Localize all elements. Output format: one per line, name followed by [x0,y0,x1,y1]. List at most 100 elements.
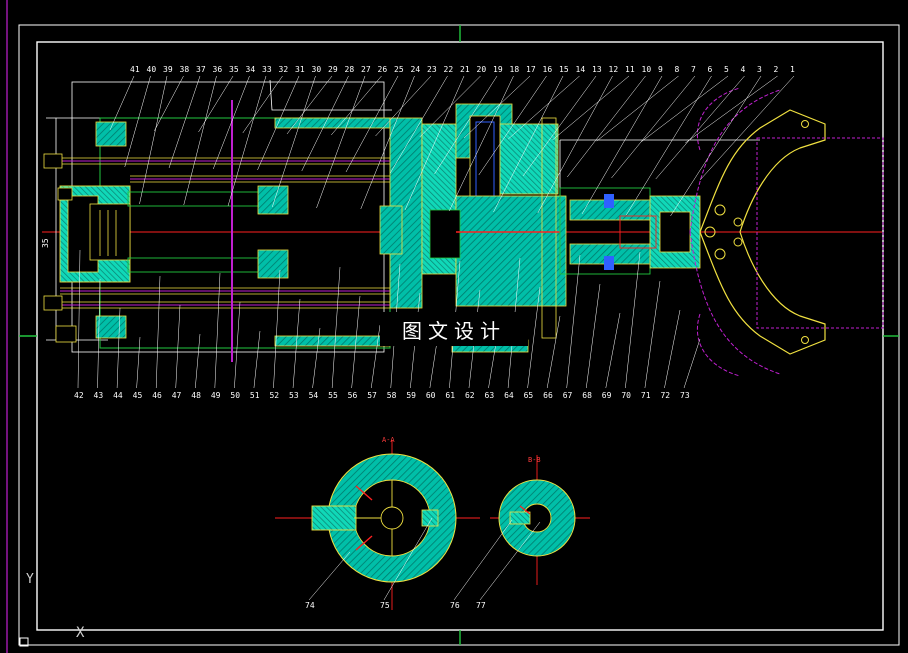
callout-leader-24 [360,75,415,210]
callout-label-4: 4 [741,65,746,74]
callout-leader-52 [273,269,281,389]
callout-label-44: 44 [113,391,123,400]
callout-leader-51 [253,330,261,389]
callout-label-40: 40 [147,65,157,74]
callout-leader-30 [272,75,316,208]
callout-label-20: 20 [477,65,487,74]
callout-label-66: 66 [543,391,553,400]
callout-leader-73 [683,338,701,389]
callout-label-12: 12 [609,65,619,74]
callout-label-21: 21 [460,65,470,74]
callout-label-37: 37 [196,65,206,74]
callout-label-50: 50 [230,391,240,400]
callout-leader-49 [214,272,221,389]
callout-label-43: 43 [94,391,104,400]
callout-leader-67 [566,254,581,389]
callout-leader-37 [168,75,201,169]
callout-label-41: 41 [130,65,140,74]
callout-label-17: 17 [526,65,536,74]
callout-label-53: 53 [289,391,299,400]
callout-leader-69 [605,312,621,389]
callout-leader-14 [508,75,580,140]
callout-label-72: 72 [660,391,670,400]
callout-leader-50 [234,301,241,389]
callout-leader-40 [124,75,151,168]
callout-label-61: 61 [445,391,455,400]
callout-label-60: 60 [426,391,436,400]
callout-label-68: 68 [582,391,592,400]
callout-leader-6 [626,75,712,216]
callout-leader-42 [77,249,81,389]
section-a-a-label: A-A [382,436,395,444]
callout-leader-66 [546,315,561,389]
callout-label-51: 51 [250,391,260,400]
callout-label-22: 22 [444,65,454,74]
callout-label-19: 19 [493,65,503,74]
callout-leader-55 [331,266,341,389]
callout-label-39: 39 [163,65,173,74]
callout-label-1: 1 [790,65,795,74]
callout-leader-15 [493,75,564,213]
callout-label-25: 25 [394,65,404,74]
callout-leader-19 [434,75,498,175]
callout-leader-54 [312,327,321,389]
callout-label-30: 30 [312,65,322,74]
callout-label-23: 23 [427,65,437,74]
callout-leader-1 [699,75,795,181]
callout-leader-27 [316,75,366,209]
section-leader-77 [479,521,541,601]
callout-label-14: 14 [576,65,586,74]
callout-label-49: 49 [211,391,221,400]
watermark-text: 图文设计 [402,318,506,343]
section-label-74: 74 [305,601,315,610]
callout-leader-46 [155,275,161,389]
shaft-assembly [559,187,701,275]
callout-leader-8 [596,75,679,142]
callout-leader-70 [625,251,641,389]
callout-label-34: 34 [246,65,256,74]
callout-label-36: 36 [213,65,223,74]
section-b-b [498,479,576,557]
callout-label-32: 32 [279,65,289,74]
callout-label-67: 67 [563,391,573,400]
callout-label-2: 2 [774,65,779,74]
callout-leader-11 [552,75,630,141]
callout-leader-43 [97,278,101,389]
callout-leader-26 [331,75,382,136]
callout-label-55: 55 [328,391,338,400]
callout-label-54: 54 [309,391,319,400]
callout-label-52: 52 [269,391,279,400]
callout-label-5: 5 [724,65,729,74]
watermark-box: 图文设计 [380,312,528,346]
callout-leader-2 [685,75,778,144]
callout-label-33: 33 [262,65,272,74]
callout-label-11: 11 [625,65,635,74]
callout-leader-31 [257,75,300,171]
callout-label-57: 57 [367,391,377,400]
callout-label-7: 7 [691,65,696,74]
callout-leader-71 [644,280,661,389]
section-label-77: 77 [476,601,486,610]
callout-leader-3 [670,75,762,217]
callout-label-64: 64 [504,391,514,400]
section-label-75: 75 [380,601,390,610]
section-b-b-label: B-B [528,456,541,464]
callout-label-65: 65 [524,391,534,400]
callout-leader-5 [640,75,729,143]
callout-leader-34 [213,75,250,170]
callout-label-71: 71 [641,391,651,400]
section-a-a [311,453,457,583]
callout-leader-25 [345,75,399,173]
callout-leader-10 [567,75,646,178]
callout-label-10: 10 [642,65,652,74]
callout-leader-65 [527,286,541,389]
section-leader-76 [453,519,513,601]
side-dimension-label: 35 [41,238,50,248]
callout-leader-29 [286,75,333,135]
callout-label-31: 31 [295,65,305,74]
callout-leader-12 [537,75,613,214]
callout-label-16: 16 [543,65,553,74]
callout-label-56: 56 [348,391,358,400]
